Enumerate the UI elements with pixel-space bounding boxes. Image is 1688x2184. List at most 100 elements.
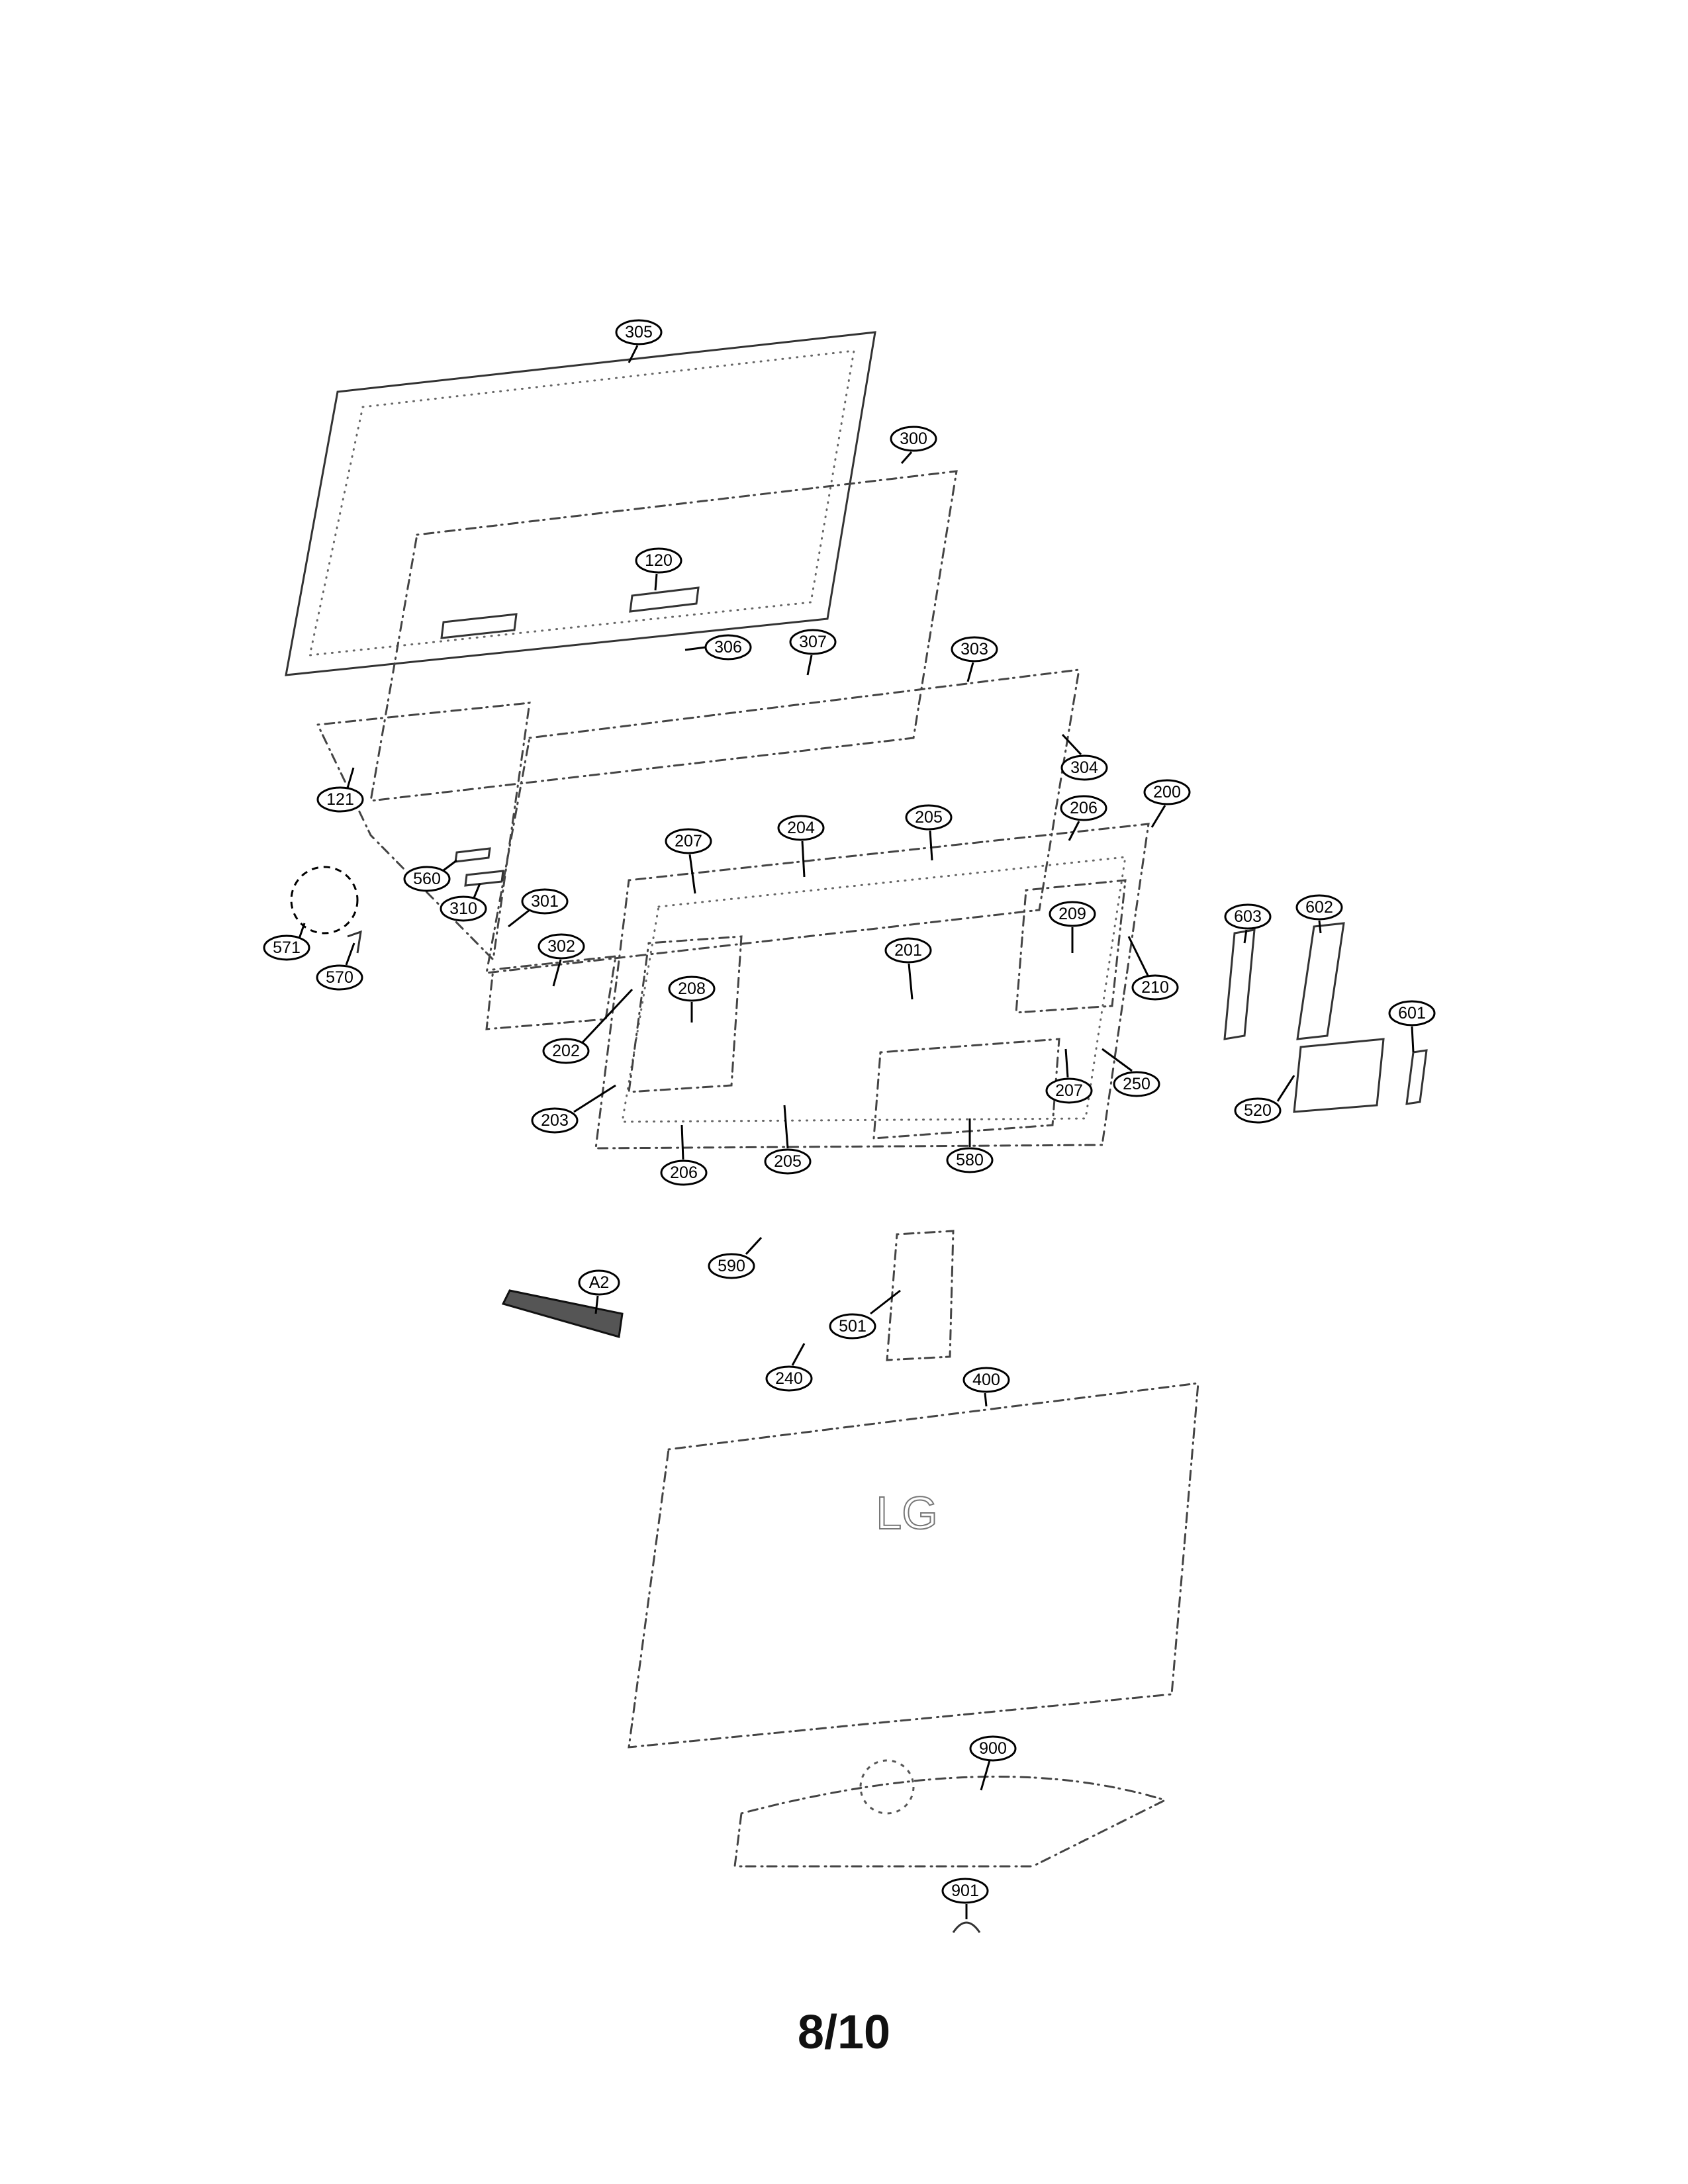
callout-303: 303 <box>951 636 998 662</box>
leader-590 <box>745 1236 763 1255</box>
svg-text:201: 201 <box>894 941 922 960</box>
leader-601 <box>1411 1026 1415 1053</box>
callout-601: 601 <box>1388 1000 1436 1026</box>
leader-200 <box>1150 805 1166 828</box>
svg-text:590: 590 <box>718 1257 745 1275</box>
svg-text:571: 571 <box>273 938 301 957</box>
leader-301 <box>508 909 530 928</box>
svg-text:570: 570 <box>326 968 353 987</box>
panel-board-121 <box>440 613 518 639</box>
callout-590: 590 <box>708 1253 755 1279</box>
leader-121 <box>346 767 355 791</box>
svg-text:307: 307 <box>799 633 827 651</box>
back-cover-400 <box>628 1382 1199 1749</box>
svg-text:121: 121 <box>326 790 354 809</box>
part-artwork: LG <box>285 331 1428 1933</box>
callout-570: 570 <box>316 964 363 991</box>
svg-text:501: 501 <box>839 1317 867 1336</box>
callout-203: 203 <box>531 1107 579 1134</box>
main-frame-200-inner <box>621 856 1127 1123</box>
board-602 <box>1296 922 1345 1040</box>
board-520 <box>1293 1038 1385 1113</box>
svg-text:302: 302 <box>547 937 575 956</box>
callout-206-bottom: 206 <box>660 1160 708 1186</box>
connector-310 <box>464 870 504 887</box>
leader-571 <box>298 923 306 939</box>
svg-text:310: 310 <box>449 899 477 918</box>
leader-603 <box>1243 929 1248 944</box>
leader-207b <box>1064 1048 1069 1078</box>
callout-501: 501 <box>829 1313 876 1340</box>
svg-text:900: 900 <box>979 1739 1007 1758</box>
svg-text:204: 204 <box>787 819 815 837</box>
svg-text:207: 207 <box>675 832 702 850</box>
callout-202: 202 <box>542 1038 590 1064</box>
svg-text:208: 208 <box>678 979 706 998</box>
callout-201: 201 <box>884 937 932 964</box>
svg-text:603: 603 <box>1234 907 1262 926</box>
svg-text:400: 400 <box>972 1371 1000 1389</box>
panel-board-120 <box>629 586 700 613</box>
board-603 <box>1223 929 1256 1040</box>
svg-text:305: 305 <box>625 323 653 341</box>
back-cover-logo: LG <box>876 1487 937 1539</box>
svg-text:205: 205 <box>915 808 943 827</box>
stand-900 <box>733 1775 1168 1868</box>
callout-301: 301 <box>521 888 569 915</box>
svg-text:304: 304 <box>1070 758 1098 777</box>
svg-text:240: 240 <box>775 1369 803 1388</box>
board-501 <box>886 1230 955 1361</box>
callout-310: 310 <box>440 895 487 922</box>
svg-text:120: 120 <box>645 551 673 570</box>
callout-209: 209 <box>1049 901 1096 927</box>
leader-560 <box>443 859 457 872</box>
svg-text:209: 209 <box>1058 905 1086 923</box>
leader-602 <box>1318 920 1322 934</box>
callout-200: 200 <box>1143 779 1191 805</box>
stand-neck <box>859 1759 915 1815</box>
callout-560: 560 <box>403 866 451 892</box>
svg-text:901: 901 <box>951 1882 979 1900</box>
leader-307 <box>806 655 813 676</box>
screw-901 <box>952 1921 981 1933</box>
leader-206a <box>1068 821 1080 841</box>
leader-lines <box>298 345 1415 1919</box>
svg-text:206: 206 <box>1070 799 1098 817</box>
leader-250 <box>1102 1048 1133 1072</box>
svg-text:A2: A2 <box>589 1273 610 1292</box>
leader-900 <box>980 1760 991 1791</box>
leader-305 <box>628 345 639 363</box>
svg-text:601: 601 <box>1398 1004 1426 1023</box>
leader-570 <box>345 942 355 966</box>
module-frame-303-left <box>316 702 531 962</box>
callout-204: 204 <box>777 815 825 841</box>
leader-207a <box>688 854 696 894</box>
svg-text:210: 210 <box>1141 978 1169 997</box>
front-bezel-305-inner <box>308 349 855 657</box>
svg-text:580: 580 <box>956 1151 984 1169</box>
callout-302: 302 <box>538 933 585 960</box>
callout-208: 208 <box>668 976 716 1002</box>
leader-304 <box>1061 733 1082 756</box>
svg-text:306: 306 <box>714 638 742 657</box>
callout-900: 900 <box>969 1735 1017 1762</box>
leader-205a <box>929 830 933 861</box>
leader-210 <box>1127 936 1152 981</box>
leader-300 <box>900 451 913 464</box>
callout-520: 520 <box>1234 1097 1282 1124</box>
svg-text:520: 520 <box>1244 1101 1272 1120</box>
board-302 <box>485 955 617 1030</box>
leader-203 <box>573 1084 616 1113</box>
lcd-panel-300 <box>369 470 958 802</box>
svg-text:206: 206 <box>670 1163 698 1182</box>
leader-520 <box>1276 1075 1295 1102</box>
leader-240 <box>791 1343 806 1366</box>
svg-text:250: 250 <box>1123 1075 1150 1093</box>
callout-304: 304 <box>1060 754 1108 781</box>
panel-580 <box>872 1038 1060 1140</box>
callout-602: 602 <box>1295 894 1343 921</box>
svg-text:202: 202 <box>552 1042 580 1060</box>
callout-250: 250 <box>1113 1071 1160 1097</box>
callout-580: 580 <box>946 1147 994 1173</box>
